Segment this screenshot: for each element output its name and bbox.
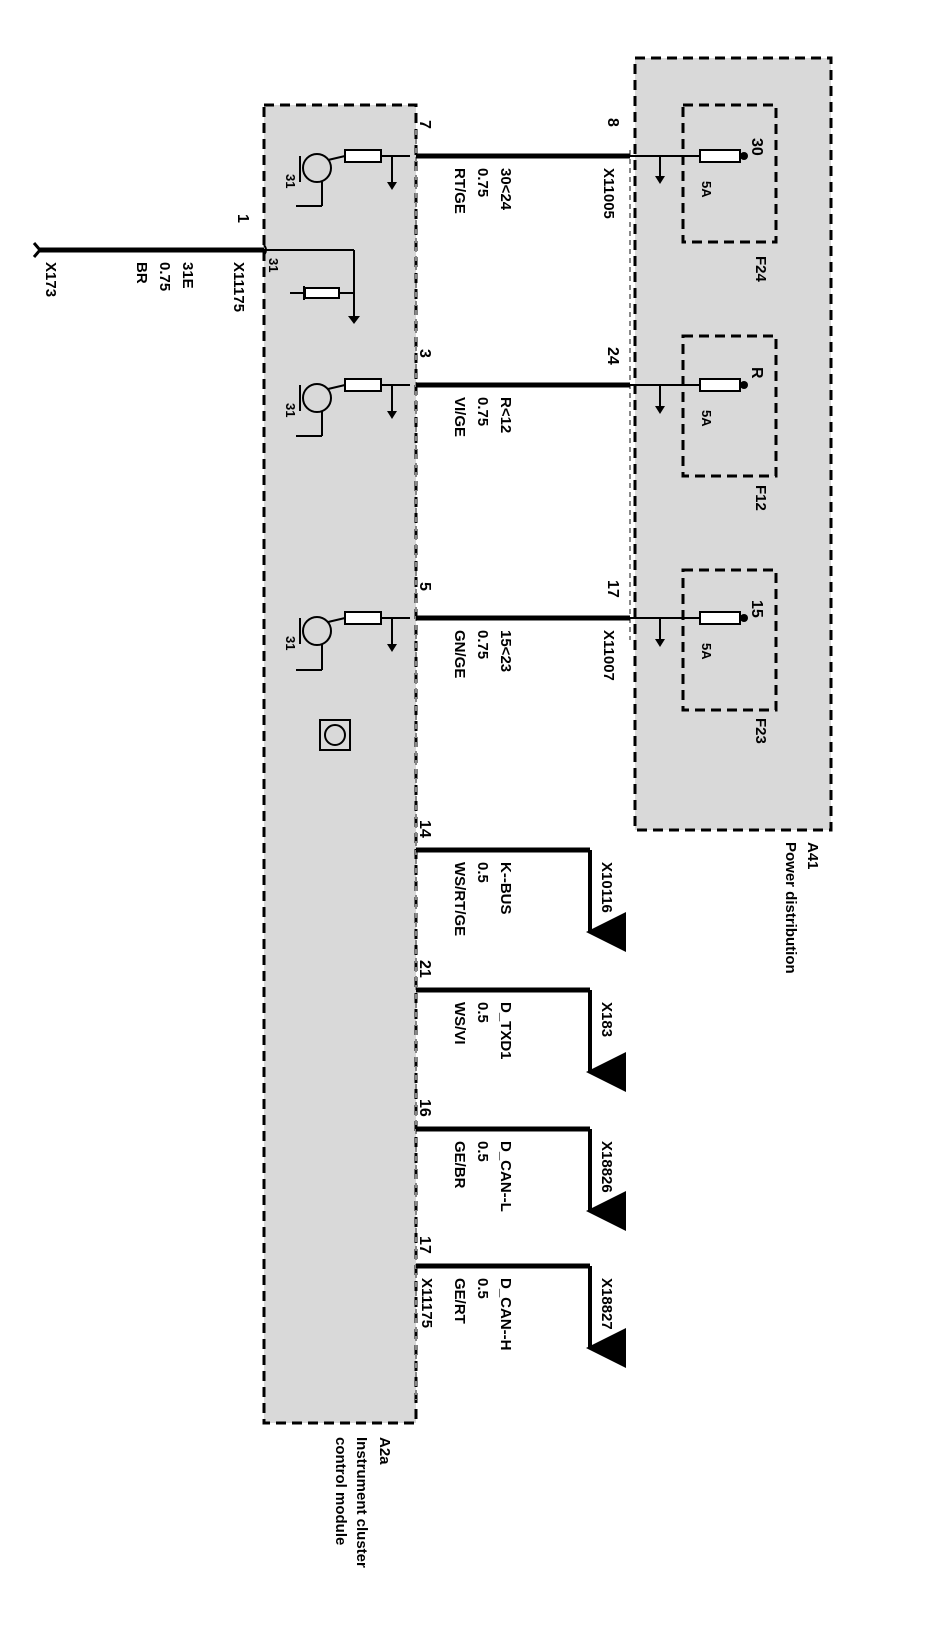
bus-line-kbus bbox=[416, 847, 626, 952]
fuse-pin-label: 8 bbox=[604, 118, 621, 127]
wire-color-label: GN/GE bbox=[451, 630, 468, 678]
bus-signal-label: D_TXD1 bbox=[497, 1002, 514, 1060]
power-circuit-f23 bbox=[296, 568, 778, 712]
fuse-rating-label: 5A bbox=[699, 410, 714, 427]
pin-label: 5 bbox=[416, 582, 433, 591]
instrument-cluster-name-1: Instrument cluster bbox=[353, 1437, 370, 1568]
bus-line-dcanh bbox=[416, 1263, 626, 1368]
power-distribution-id: A41 bbox=[804, 842, 821, 870]
instrument-cluster-name-2: control module bbox=[332, 1437, 349, 1545]
instrument-cluster-module bbox=[262, 103, 418, 1425]
transistor-symbol-icon bbox=[319, 719, 351, 751]
power-circuit-f24 bbox=[296, 103, 778, 244]
ground-wire bbox=[32, 242, 360, 324]
fuse-pin-label: 24 bbox=[604, 347, 621, 365]
internal-ground-label: 31 bbox=[283, 636, 298, 650]
bus-pin-label: 21 bbox=[416, 960, 433, 978]
fuse-rating-label: 5A bbox=[699, 643, 714, 660]
power-circuit-f12 bbox=[296, 334, 778, 478]
circuit-label: 15<23 bbox=[497, 630, 514, 672]
bus-pin-label: 17 bbox=[416, 1236, 433, 1254]
bus-connector-label: X18827 bbox=[598, 1278, 615, 1330]
fuse-connector-label: X11005 bbox=[600, 168, 617, 219]
bus-color-label: GE/RT bbox=[451, 1278, 468, 1324]
bus-signal-label: D_CAN--L bbox=[497, 1141, 514, 1212]
ground-circuit-label: 31E bbox=[179, 262, 196, 289]
bus-color-label: WS/VI bbox=[451, 1002, 468, 1045]
fuse-terminal-label: 15 bbox=[748, 600, 765, 618]
fuse-rating-label: 5A bbox=[699, 181, 714, 198]
circuit-label: 30<24 bbox=[497, 168, 514, 211]
bus-gauge-label: 0.5 bbox=[474, 862, 491, 883]
bus-signal-label: D_CAN--H bbox=[497, 1278, 514, 1351]
fuse-terminal-label: R bbox=[748, 367, 765, 379]
bus-pin-label: 14 bbox=[416, 820, 433, 838]
bus-line-dtxd1 bbox=[416, 987, 626, 1092]
fuse-connector-label: X11007 bbox=[600, 630, 617, 681]
bus-module-connector-label: X11175 bbox=[418, 1278, 435, 1328]
power-distribution-name: Power distribution bbox=[782, 842, 799, 974]
bus-connector-label: X18826 bbox=[598, 1141, 615, 1193]
wire-gauge-label: 0.75 bbox=[474, 397, 491, 426]
wire-color-label: VI/GE bbox=[451, 397, 468, 437]
ground-gauge-label: 0.75 bbox=[156, 262, 173, 291]
fuse-pin-label: 17 bbox=[604, 580, 621, 598]
bus-connector-label: X10116 bbox=[598, 862, 615, 913]
ground-module-connector-label: X11175 bbox=[230, 262, 247, 312]
bus-pin-label: 16 bbox=[416, 1099, 433, 1117]
bus-gauge-label: 0.5 bbox=[474, 1278, 491, 1299]
bus-line-dcanl bbox=[416, 1126, 626, 1231]
power-distribution-module bbox=[629, 56, 833, 832]
fuse-name-label: F24 bbox=[752, 256, 769, 283]
bus-connector-label: X183 bbox=[598, 1002, 615, 1037]
fuse-name-label: F12 bbox=[752, 485, 769, 511]
fuse-name-label: F23 bbox=[752, 718, 769, 744]
wire-color-label: RT/GE bbox=[451, 168, 468, 214]
ground-connector-label: X173 bbox=[42, 262, 59, 297]
wire-gauge-label: 0.75 bbox=[474, 630, 491, 659]
internal-ground-label: 31 bbox=[283, 403, 298, 417]
ground-color-label: BR bbox=[133, 262, 150, 284]
bus-color-label: GE/BR bbox=[451, 1141, 468, 1189]
bus-color-label: WS/RT/GE bbox=[451, 862, 468, 936]
wire-gauge-label: 0.75 bbox=[474, 168, 491, 197]
pin-label: 7 bbox=[416, 120, 433, 129]
ground-pin-label: 1 bbox=[234, 214, 251, 223]
bus-signal-label: K--BUS bbox=[497, 862, 514, 915]
bus-gauge-label: 0.5 bbox=[474, 1141, 491, 1162]
fuse-terminal-label: 30 bbox=[748, 138, 765, 156]
internal-ground-label: 31 bbox=[283, 174, 298, 188]
bus-gauge-label: 0.5 bbox=[474, 1002, 491, 1023]
instrument-cluster-id: A2a bbox=[376, 1437, 393, 1465]
ground-internal-label: 31 bbox=[266, 258, 281, 272]
circuit-label: R<12 bbox=[497, 397, 514, 433]
pin-label: 3 bbox=[416, 349, 433, 358]
